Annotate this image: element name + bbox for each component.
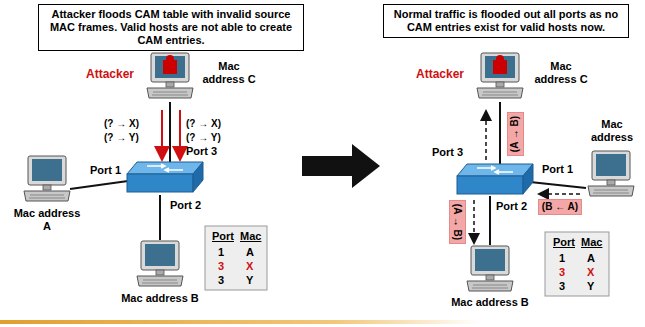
cable: [70, 181, 128, 189]
attacker-pc: [477, 53, 523, 98]
device-label: Port 3: [432, 146, 463, 159]
attacker-label: Attacker: [86, 68, 134, 81]
traffic-tag: (B ← A): [538, 199, 582, 215]
frame-label: (? → X): [186, 117, 221, 130]
table-cell: Y: [246, 274, 253, 287]
traffic-arrow: [540, 193, 580, 195]
traffic-text: (A → B): [451, 204, 463, 240]
device-label: Mac address: [582, 118, 642, 144]
table-header: Port: [553, 236, 575, 249]
traffic-tag: (A → B): [507, 112, 524, 156]
table-header: Mac: [581, 236, 602, 249]
table-cell: 3: [559, 280, 565, 293]
transition-arrow: [302, 144, 380, 188]
device-label: Port 3: [186, 145, 217, 158]
traffic-tag: (A → B): [449, 200, 466, 244]
frame-label: (? → Y): [104, 131, 139, 144]
cable: [499, 102, 501, 164]
footer-bar: [0, 320, 480, 324]
host-pc: [24, 156, 70, 201]
traffic-text: (A → B): [509, 116, 521, 152]
device-label: Mac address A: [10, 207, 84, 233]
flood-arrow: [179, 110, 181, 158]
caption-box: Normal traffic is flooded out all ports …: [383, 4, 629, 38]
host-pc: [137, 241, 183, 286]
traffic-arrow: [485, 112, 487, 160]
caption-box: Attacker floods CAM table with invalid s…: [38, 4, 304, 51]
flood-arrow: [161, 110, 163, 158]
cable: [159, 195, 161, 240]
device-label: Port 2: [170, 199, 201, 212]
device-label: Port 1: [542, 163, 573, 176]
cam-table: [205, 226, 267, 290]
device-label: Port 2: [496, 200, 527, 213]
traffic-text: (B ← A): [542, 201, 578, 213]
attacker-figure: [166, 55, 174, 63]
device-label: Mac address B: [118, 292, 202, 305]
traffic-arrow: [473, 200, 475, 242]
table-cell: X: [587, 266, 594, 279]
table-cell: 3: [559, 266, 565, 279]
attacker-figure: [496, 55, 504, 63]
table-cell: 1: [559, 252, 565, 265]
host-pc: [588, 151, 634, 196]
table-cell: Y: [587, 280, 594, 293]
attacker-label: Attacker: [416, 68, 464, 81]
table-cell: A: [246, 246, 254, 259]
table-cell: 1: [218, 246, 224, 259]
cable: [169, 102, 171, 163]
table-cell: A: [587, 252, 595, 265]
table-cell: 3: [218, 260, 224, 273]
frame-label: (? → Y): [186, 131, 221, 144]
switch: [127, 162, 203, 192]
table-header: Mac: [240, 230, 261, 243]
cam-table: [545, 232, 609, 296]
switch: [457, 164, 533, 194]
table-cell: 3: [218, 274, 224, 287]
caption-text: Normal traffic is flooded out all ports …: [390, 8, 622, 34]
device-label: Port 1: [90, 164, 121, 177]
device-label: Mac address B: [448, 296, 532, 309]
frame-label: (? → X): [104, 117, 139, 130]
table-header: Port: [212, 230, 234, 243]
device-label: Mac address C: [530, 60, 592, 86]
attacker-pc: [147, 53, 193, 98]
cable: [489, 196, 491, 245]
device-label: Mac address C: [198, 60, 260, 86]
caption-text: Attacker floods CAM table with invalid s…: [45, 8, 297, 47]
table-cell: X: [246, 260, 253, 273]
cable: [530, 182, 586, 188]
host-pc: [467, 246, 513, 291]
